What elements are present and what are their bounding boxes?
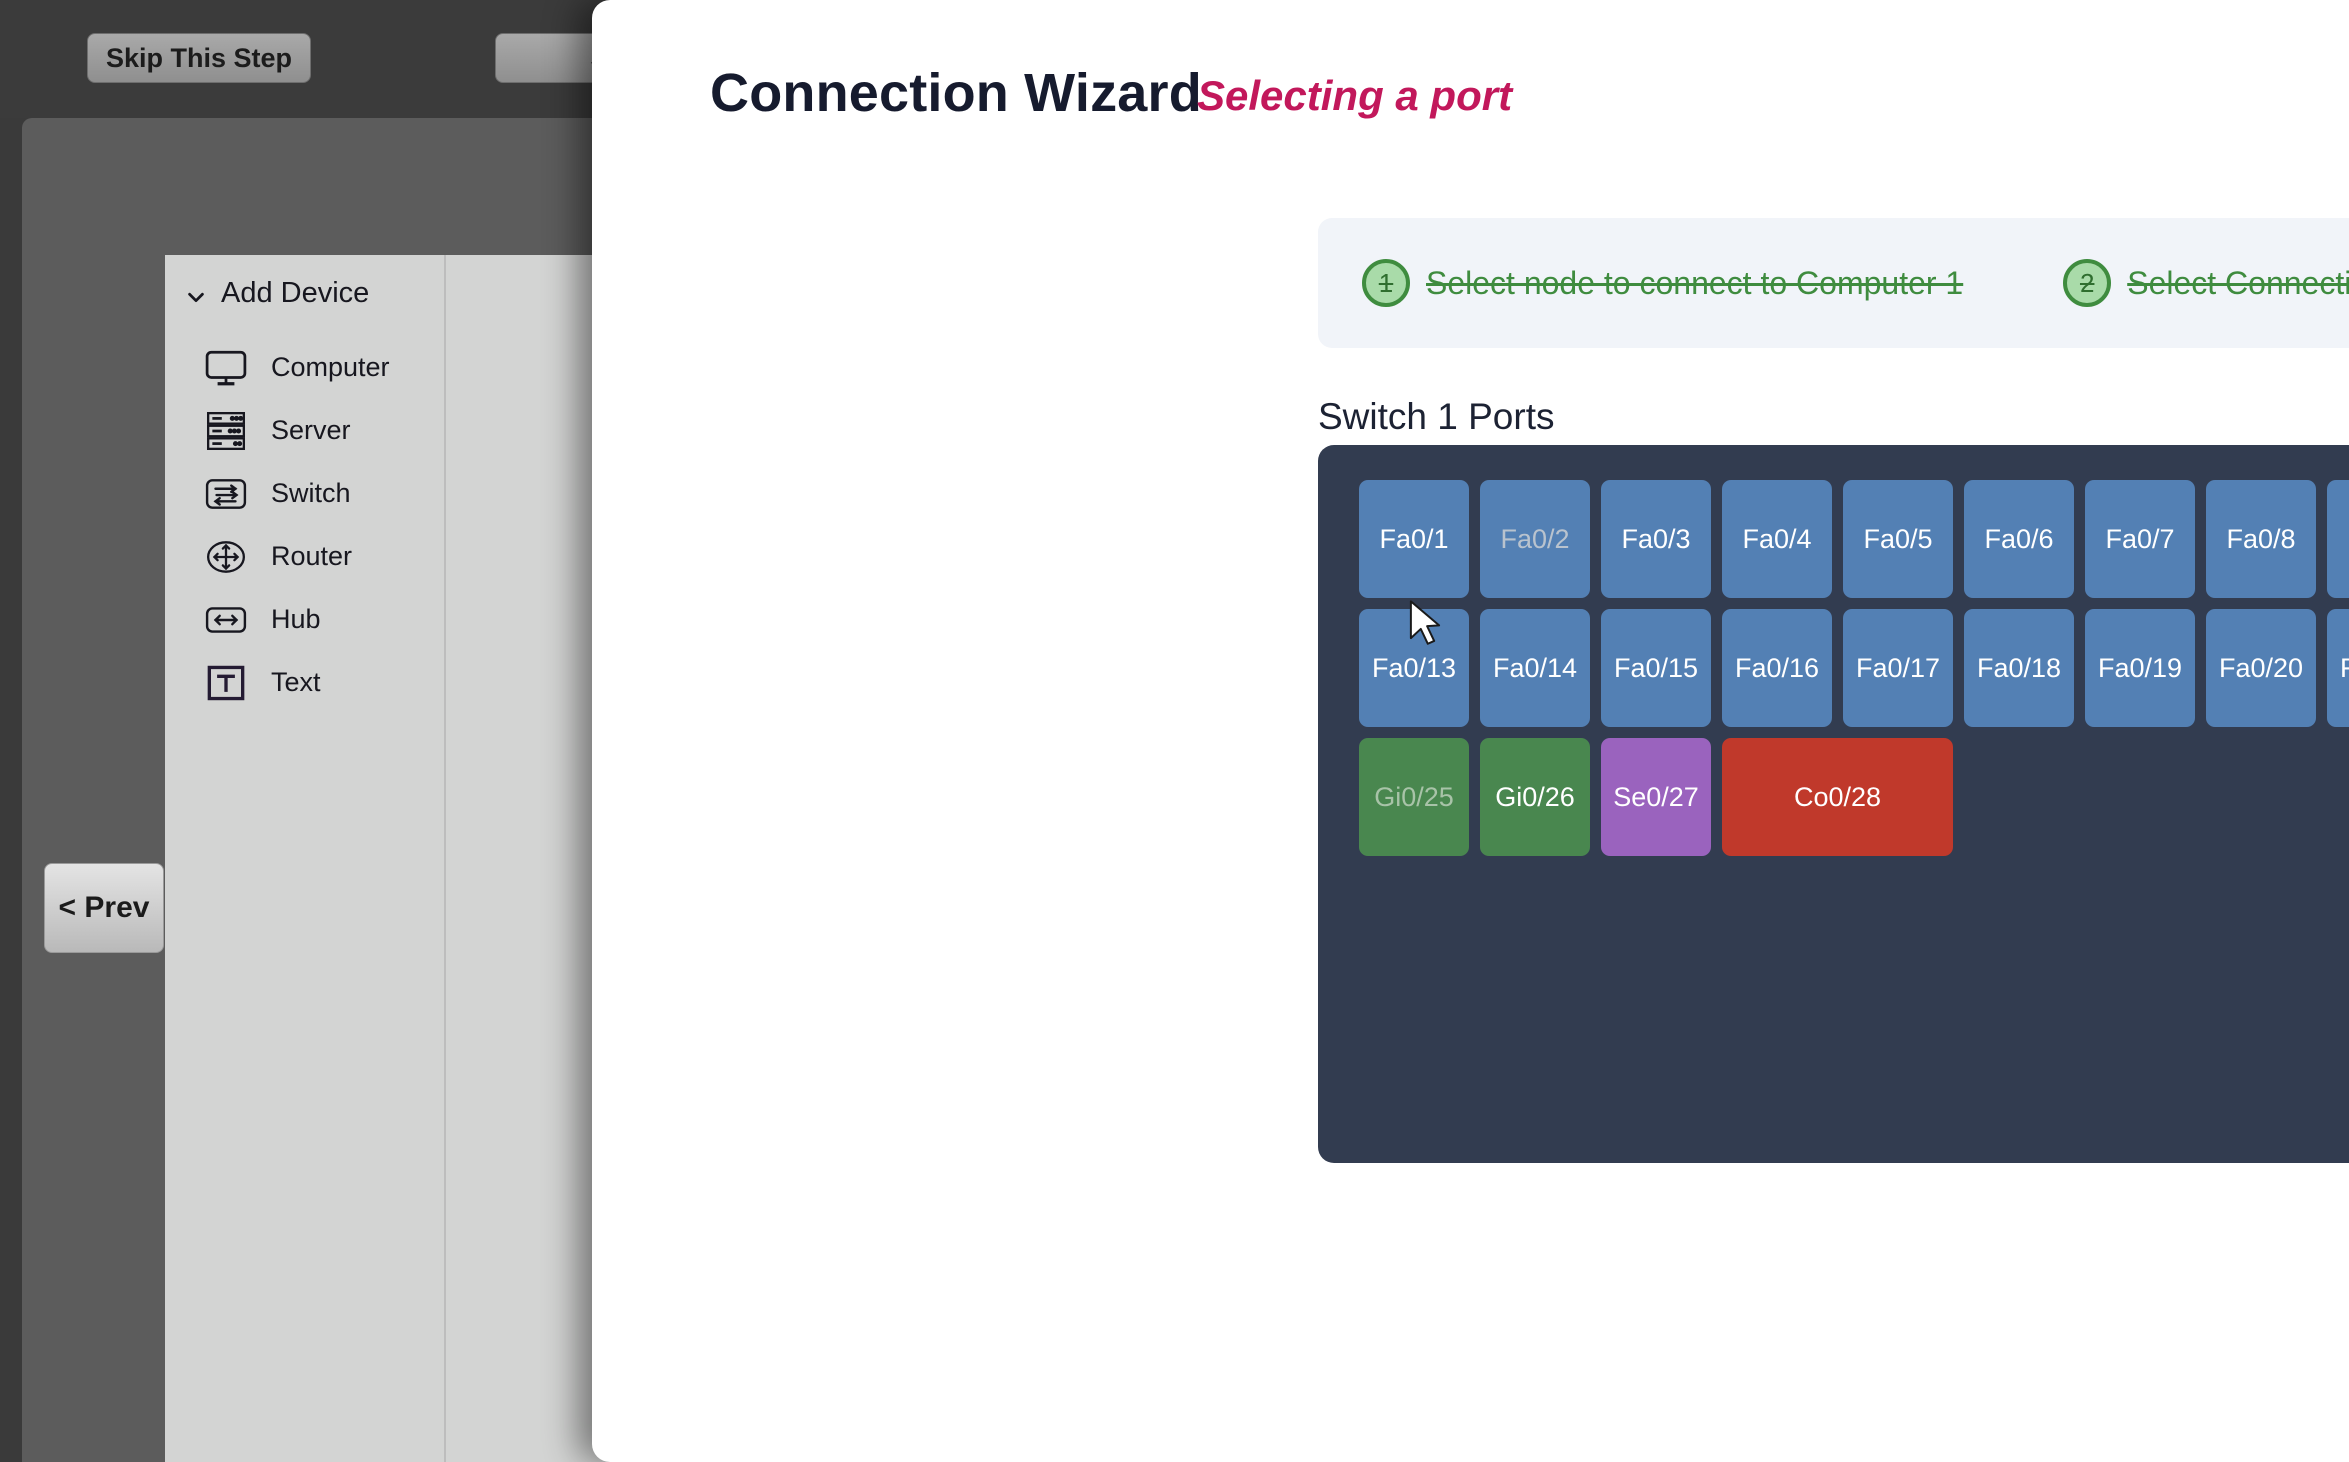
text-icon	[203, 663, 249, 703]
computer-icon	[203, 348, 249, 388]
sidebar-item-server[interactable]: Server	[165, 399, 444, 462]
ports-heading: Switch 1 Ports	[1318, 396, 1555, 437]
step-number: 2	[2063, 259, 2112, 307]
step-label: Select node to connect to Computer 1	[1426, 264, 1964, 301]
sidebar-item-label: Switch	[271, 478, 351, 508]
sidebar-item-label: Computer	[271, 352, 390, 382]
hub-icon	[203, 600, 249, 640]
step-number: 1	[1362, 259, 1410, 307]
port-tile[interactable]: Gi0/25	[1359, 738, 1469, 856]
device-list: Computer	[165, 336, 444, 714]
sidebar-item-text[interactable]: Text	[165, 651, 444, 714]
port-tile[interactable]: Fa0/18	[1964, 609, 2074, 727]
sidebar-item-label: Router	[271, 541, 353, 571]
device-sidebar: Add Device Computer	[165, 255, 444, 1462]
step-label: Select Connection Type	[2127, 264, 2349, 301]
port-tile[interactable]: Fa0/9	[2327, 480, 2349, 598]
port-tile[interactable]: Fa0/6	[1964, 480, 2074, 598]
wizard-subtitle: Selecting a port	[1197, 72, 1513, 119]
port-tile[interactable]: Fa0/16	[1722, 609, 1832, 727]
sidebar-item-label: Text	[271, 667, 321, 697]
port-tile[interactable]: Fa0/19	[2085, 609, 2195, 727]
chevron-down-icon	[185, 283, 207, 305]
port-tile[interactable]: Fa0/8	[2206, 480, 2316, 598]
sidebar-item-router[interactable]: Router	[165, 525, 444, 588]
server-icon	[203, 411, 249, 451]
port-tile[interactable]: Fa0/3	[1601, 480, 1711, 598]
sidebar-item-hub[interactable]: Hub	[165, 588, 444, 651]
wizard-step-2: 2 Select Connection Type	[2063, 259, 2349, 307]
port-tile[interactable]: Fa0/14	[1480, 609, 1590, 727]
mouse-cursor	[1408, 600, 1442, 648]
add-device-label: Add Device	[221, 277, 370, 309]
port-tile[interactable]: Se0/27	[1601, 738, 1711, 856]
port-tile[interactable]: Fa0/7	[2085, 480, 2195, 598]
port-tile[interactable]: Fa0/20	[2206, 609, 2316, 727]
port-tile[interactable]: Fa0/2	[1480, 480, 1590, 598]
sidebar-item-label: Hub	[271, 604, 321, 634]
page-title: Connection Wizard	[710, 63, 1202, 123]
port-tile[interactable]: Fa0/4	[1722, 480, 1832, 598]
sidebar-item-computer[interactable]: Computer	[165, 336, 444, 399]
switch-icon	[203, 474, 249, 514]
wizard-step-1: 1 Select node to connect to Computer 1	[1362, 259, 1963, 307]
sidebar-item-label: Server	[271, 415, 351, 445]
wizard-stepper: 1 Select node to connect to Computer 1 2…	[1318, 218, 2349, 348]
skip-this-step-button[interactable]: Skip This Step	[87, 33, 311, 83]
router-icon	[203, 537, 249, 577]
port-tile[interactable]: Fa0/15	[1601, 609, 1711, 727]
port-tile[interactable]: Gi0/26	[1480, 738, 1590, 856]
connection-wizard-modal: Connection Wizard Selecting a port 1 Sel…	[592, 0, 2349, 1462]
prev-button[interactable]: < Prev	[44, 863, 164, 953]
port-tile[interactable]: Fa0/17	[1843, 609, 1953, 727]
port-tile[interactable]: Fa0/13	[1359, 609, 1469, 727]
sidebar-item-switch[interactable]: Switch	[165, 462, 444, 525]
port-tile[interactable]: Co0/28	[1722, 738, 1953, 856]
port-tile[interactable]: Fa0/5	[1843, 480, 1953, 598]
port-tile[interactable]: Fa0/1	[1359, 480, 1469, 598]
add-device-section-header[interactable]: Add Device	[165, 255, 444, 310]
port-tile[interactable]: Fa0/21	[2327, 609, 2349, 727]
